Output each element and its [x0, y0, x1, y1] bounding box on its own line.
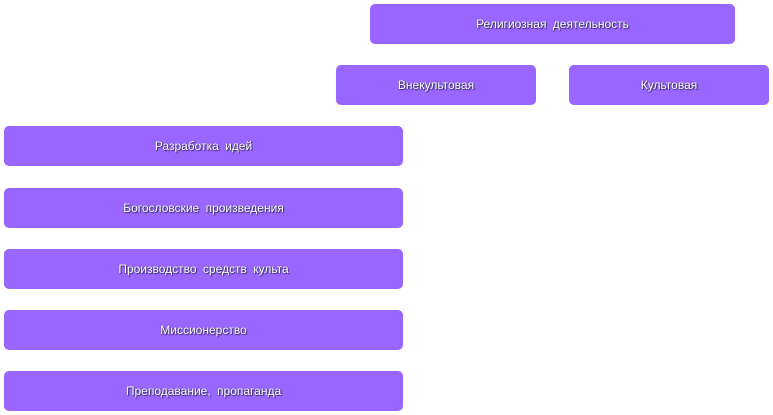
activity-node-idea-development: Разработка идей — [4, 126, 403, 166]
activity-label: Производство средств культа — [118, 262, 289, 276]
religious-activity-node: Религиозная деятельность — [370, 4, 735, 44]
religious-activity-label: Религиозная деятельность — [476, 17, 629, 31]
cult-node: Культовая — [569, 65, 769, 105]
activity-node-missionary-work: Миссионерство — [4, 310, 403, 350]
activity-node-teaching-propaganda: Преподавание, пропаганда — [4, 371, 403, 411]
extra-cult-node: Внекультовая — [336, 65, 536, 105]
cult-label: Культовая — [640, 78, 698, 92]
activity-node-theological-works: Богословские произведения — [4, 188, 403, 228]
activity-label: Преподавание, пропаганда — [125, 384, 282, 398]
activity-label: Миссионерство — [160, 323, 247, 337]
activity-label: Богословские произведения — [123, 201, 284, 215]
activity-label: Разработка идей — [154, 139, 253, 153]
activity-node-cult-production: Производство средств культа — [4, 249, 403, 289]
extra-cult-label: Внекультовая — [397, 78, 475, 92]
